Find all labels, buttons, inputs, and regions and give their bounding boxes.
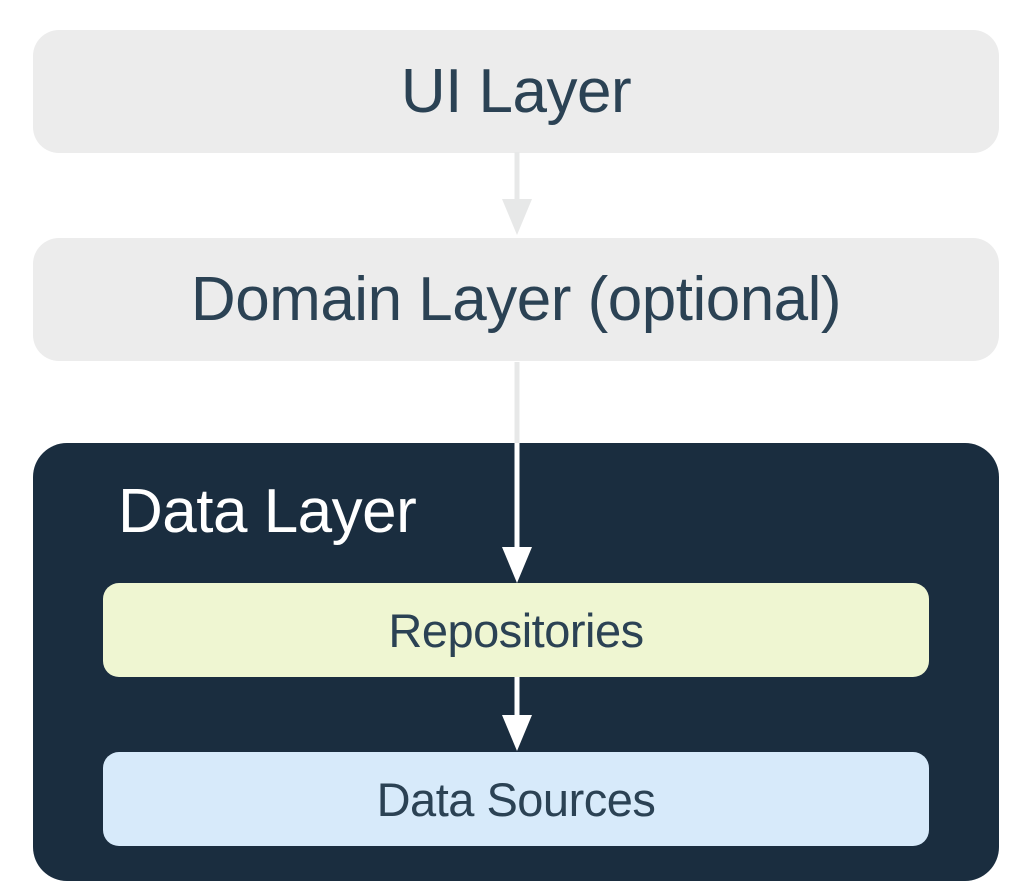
node-data-layer: Data Layer Repositories Data Sources xyxy=(33,443,999,881)
ui-layer-label: UI Layer xyxy=(400,56,632,126)
node-data-sources: Data Sources xyxy=(103,752,929,846)
arrow-down-ui-to-domain-icon xyxy=(502,152,532,235)
repositories-label: Repositories xyxy=(388,603,644,657)
data-sources-label: Data Sources xyxy=(376,772,656,826)
data-layer-label: Data Layer xyxy=(118,477,417,546)
domain-layer-label: Domain Layer (optional) xyxy=(190,264,842,334)
node-domain-layer: Domain Layer (optional) xyxy=(33,238,999,361)
node-ui-layer: UI Layer xyxy=(33,30,999,153)
node-repositories: Repositories xyxy=(103,583,929,677)
